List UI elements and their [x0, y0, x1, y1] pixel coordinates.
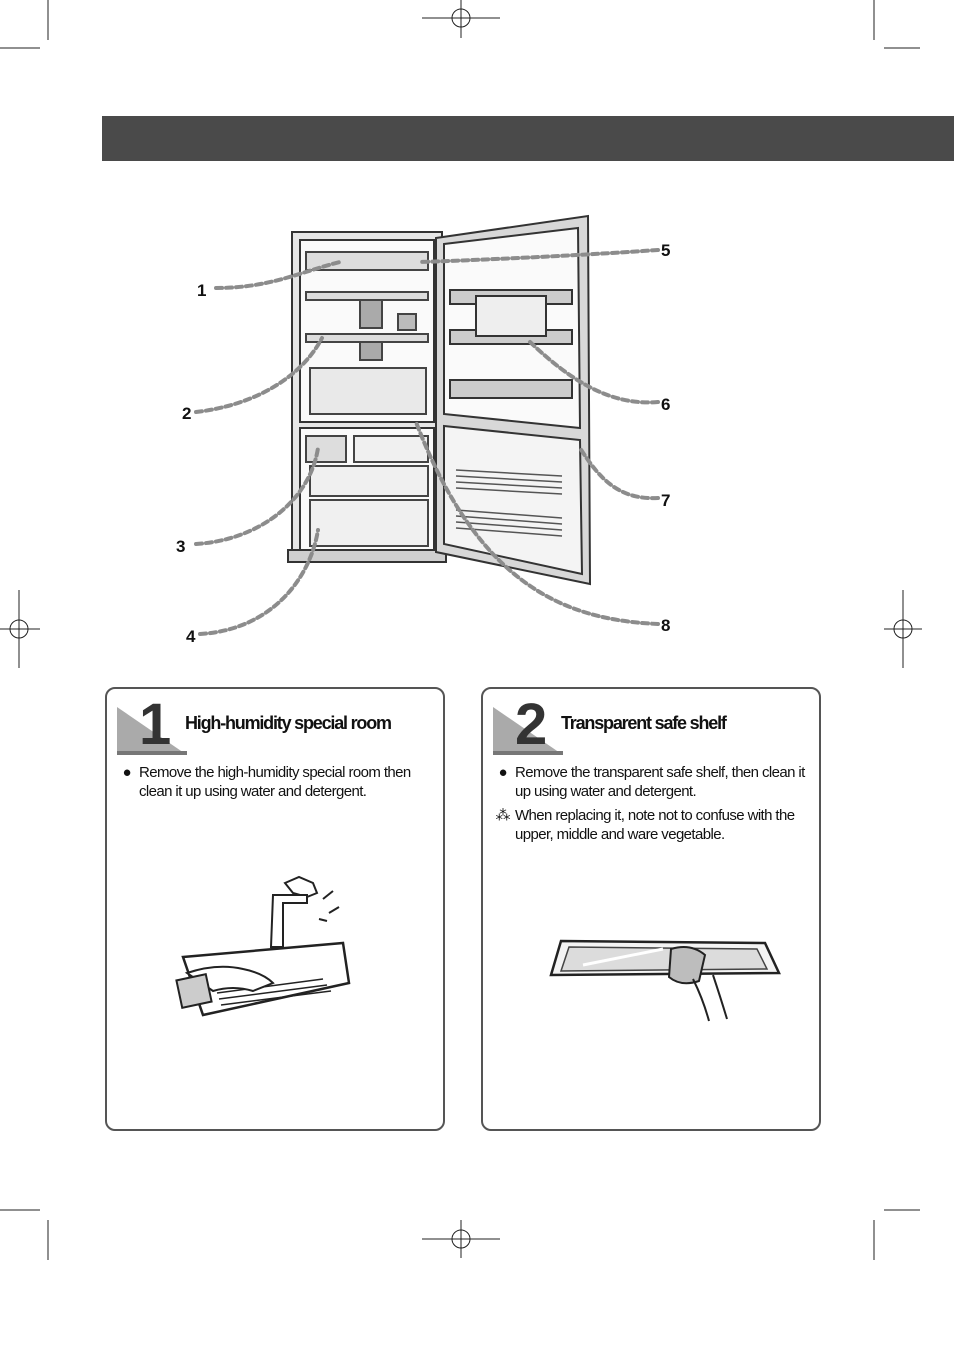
bullet-dot: ● [122, 764, 132, 781]
step-number: 1 [139, 692, 171, 757]
panel-transparent-safe-shelf: 2 Transparent safe shelf ● Remove the tr… [481, 687, 821, 1131]
callout-2: 2 [182, 404, 192, 423]
leader-6 [528, 340, 660, 405]
callout-3: 3 [176, 537, 186, 556]
bullet-item: ● Remove the high-humidity special room … [115, 763, 441, 801]
callout-6: 6 [661, 395, 671, 414]
cleaning-under-faucet-illustration [175, 875, 351, 1017]
wiping-glass-shelf-illustration [549, 939, 781, 1022]
leader-5 [418, 248, 660, 264]
panel-high-humidity-room: 1 High-humidity special room ● Remove th… [105, 687, 445, 1131]
panel-title: Transparent safe shelf [561, 713, 727, 733]
bullet-text: Remove the high-humidity special room th… [139, 764, 411, 800]
step-badge-1: 1 [117, 692, 187, 757]
step-badge-2: 2 [493, 692, 563, 757]
callout-4: 4 [186, 627, 196, 646]
leader-4 [198, 528, 320, 636]
registration-mark-right [884, 590, 922, 668]
asterism-note-mark: ⁂ [495, 807, 511, 824]
callout-5: 5 [661, 241, 671, 260]
registration-mark-top [422, 0, 500, 38]
callout-1: 1 [197, 281, 207, 300]
callout-7: 7 [661, 491, 671, 510]
leader-3 [194, 446, 320, 546]
leader-2 [194, 336, 324, 414]
bullet-item: ⁂ When replacing it, note not to confuse… [491, 806, 817, 844]
bullet-dot: ● [498, 764, 508, 781]
panel-title: High-humidity special room [185, 713, 392, 733]
bullet-text: Remove the transparent safe shelf, then … [515, 764, 805, 800]
leader-1 [214, 260, 342, 290]
section-header-bar [102, 116, 954, 161]
registration-mark-bottom [422, 1220, 500, 1258]
callout-8: 8 [661, 616, 671, 635]
step-number: 2 [515, 692, 547, 757]
bullet-text: When replacing it, note not to confuse w… [515, 807, 795, 843]
leader-8 [414, 420, 660, 626]
bullet-item: ● Remove the transparent safe shelf, the… [491, 763, 817, 801]
registration-mark-left [0, 590, 40, 668]
refrigerator-diagram [194, 214, 660, 636]
leader-7 [578, 446, 660, 501]
